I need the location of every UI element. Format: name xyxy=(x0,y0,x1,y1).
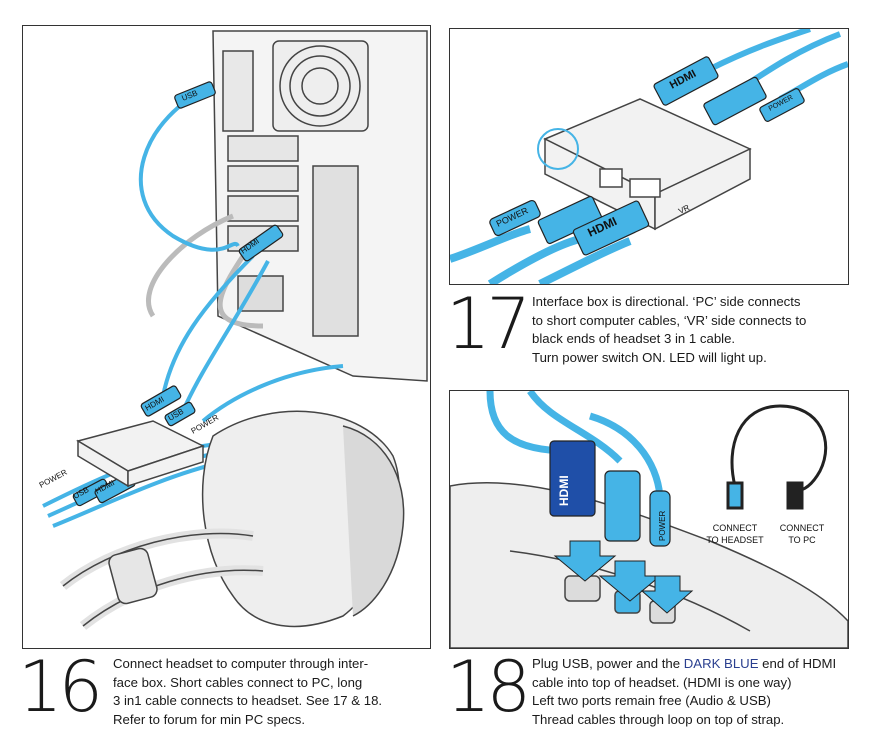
step-18-line-1-pre: Plug USB, power and the xyxy=(532,656,684,671)
bottom-connectors xyxy=(489,195,650,256)
blue-cables-bottom xyxy=(450,225,632,284)
step-18-line-1: Plug USB, power and the DARK BLUE end of… xyxy=(532,655,836,674)
step-18-line-4: Thread cables through loop on top of str… xyxy=(532,711,785,727)
power-label-left: POWER xyxy=(38,468,69,490)
step-number-17: 17 xyxy=(446,283,531,365)
step-16-line-3: 3 in1 cable connects to headset. See 17 … xyxy=(113,693,383,708)
headset-top xyxy=(450,482,848,648)
step-16-line-1: Connect headset to computer through inte… xyxy=(113,656,369,671)
panel-18-illustration: HDMI POWER CONNECT TO HEADSET CONNECT TO… xyxy=(449,390,849,649)
dark-blue-highlight: DARK BLUE xyxy=(683,656,759,671)
short-blue-cables xyxy=(138,84,344,423)
down-arrows xyxy=(553,540,694,614)
power-label-mid: POWER xyxy=(190,413,221,436)
connectors-18 xyxy=(549,440,671,547)
callout-headset-line-2: TO HEADSET xyxy=(706,535,764,545)
cable-coil xyxy=(726,404,828,510)
step-18-line-1-post: end of HDMI xyxy=(758,656,837,671)
step-18-instructions: Plug USB, power and the DARK BLUE end of… xyxy=(532,655,836,729)
pc-tower xyxy=(212,30,428,382)
step-18-line-2: cable into top of headset. (HDMI is one … xyxy=(532,674,792,690)
step-17-line-3: black ends of headset 3 in 1 cable. xyxy=(532,331,736,346)
interface-box xyxy=(76,420,205,488)
step-17-line-1: Interface box is directional. ‘PC’ side … xyxy=(532,294,801,309)
step-18-line-3: Left two ports remain free (Audio & USB) xyxy=(532,693,771,708)
callout-pc-line-2: TO PC xyxy=(788,535,816,545)
headset-top-illustration: HDMI POWER CONNECT TO HEADSET CONNECT TO… xyxy=(450,391,848,648)
power-switch-highlight xyxy=(537,128,579,170)
panel-17-illustration: HDMI POWER VR POWER HDMI xyxy=(449,28,849,285)
top-connectors xyxy=(653,56,805,126)
interface-box-illustration: HDMI POWER VR POWER HDMI xyxy=(450,29,848,284)
step-16-line-2: face box. Short cables connect to PC, lo… xyxy=(113,674,363,690)
step-17-line-2: to short computer cables, ‘VR’ side conn… xyxy=(532,312,807,328)
hdmi-label-18: HDMI xyxy=(557,475,571,506)
vr-side-label: VR xyxy=(677,203,691,216)
callout-pc-line-1: CONNECT xyxy=(780,523,825,533)
pc-headset-illustration: USB HDMI HDMI USB POWER POWER USB HDMI xyxy=(38,30,428,630)
step-17-line-4: Turn power switch ON. LED will light up. xyxy=(532,349,767,365)
callout-headset-line-1: CONNECT xyxy=(713,523,758,533)
step-number-16: 16 xyxy=(18,646,103,728)
panel-16-illustration: USB HDMI HDMI USB POWER POWER USB HDMI xyxy=(22,25,431,649)
blue-cables-top xyxy=(708,29,848,102)
step-16-instructions: Connect headset to computer through inte… xyxy=(113,655,382,729)
power-label-18: POWER xyxy=(658,511,667,541)
step-16-line-4: Refer to forum for min PC specs. xyxy=(113,711,306,727)
step-number-18: 18 xyxy=(446,646,531,728)
step-17-instructions: Interface box is directional. ‘PC’ side … xyxy=(532,293,806,367)
vr-headset xyxy=(59,410,405,630)
